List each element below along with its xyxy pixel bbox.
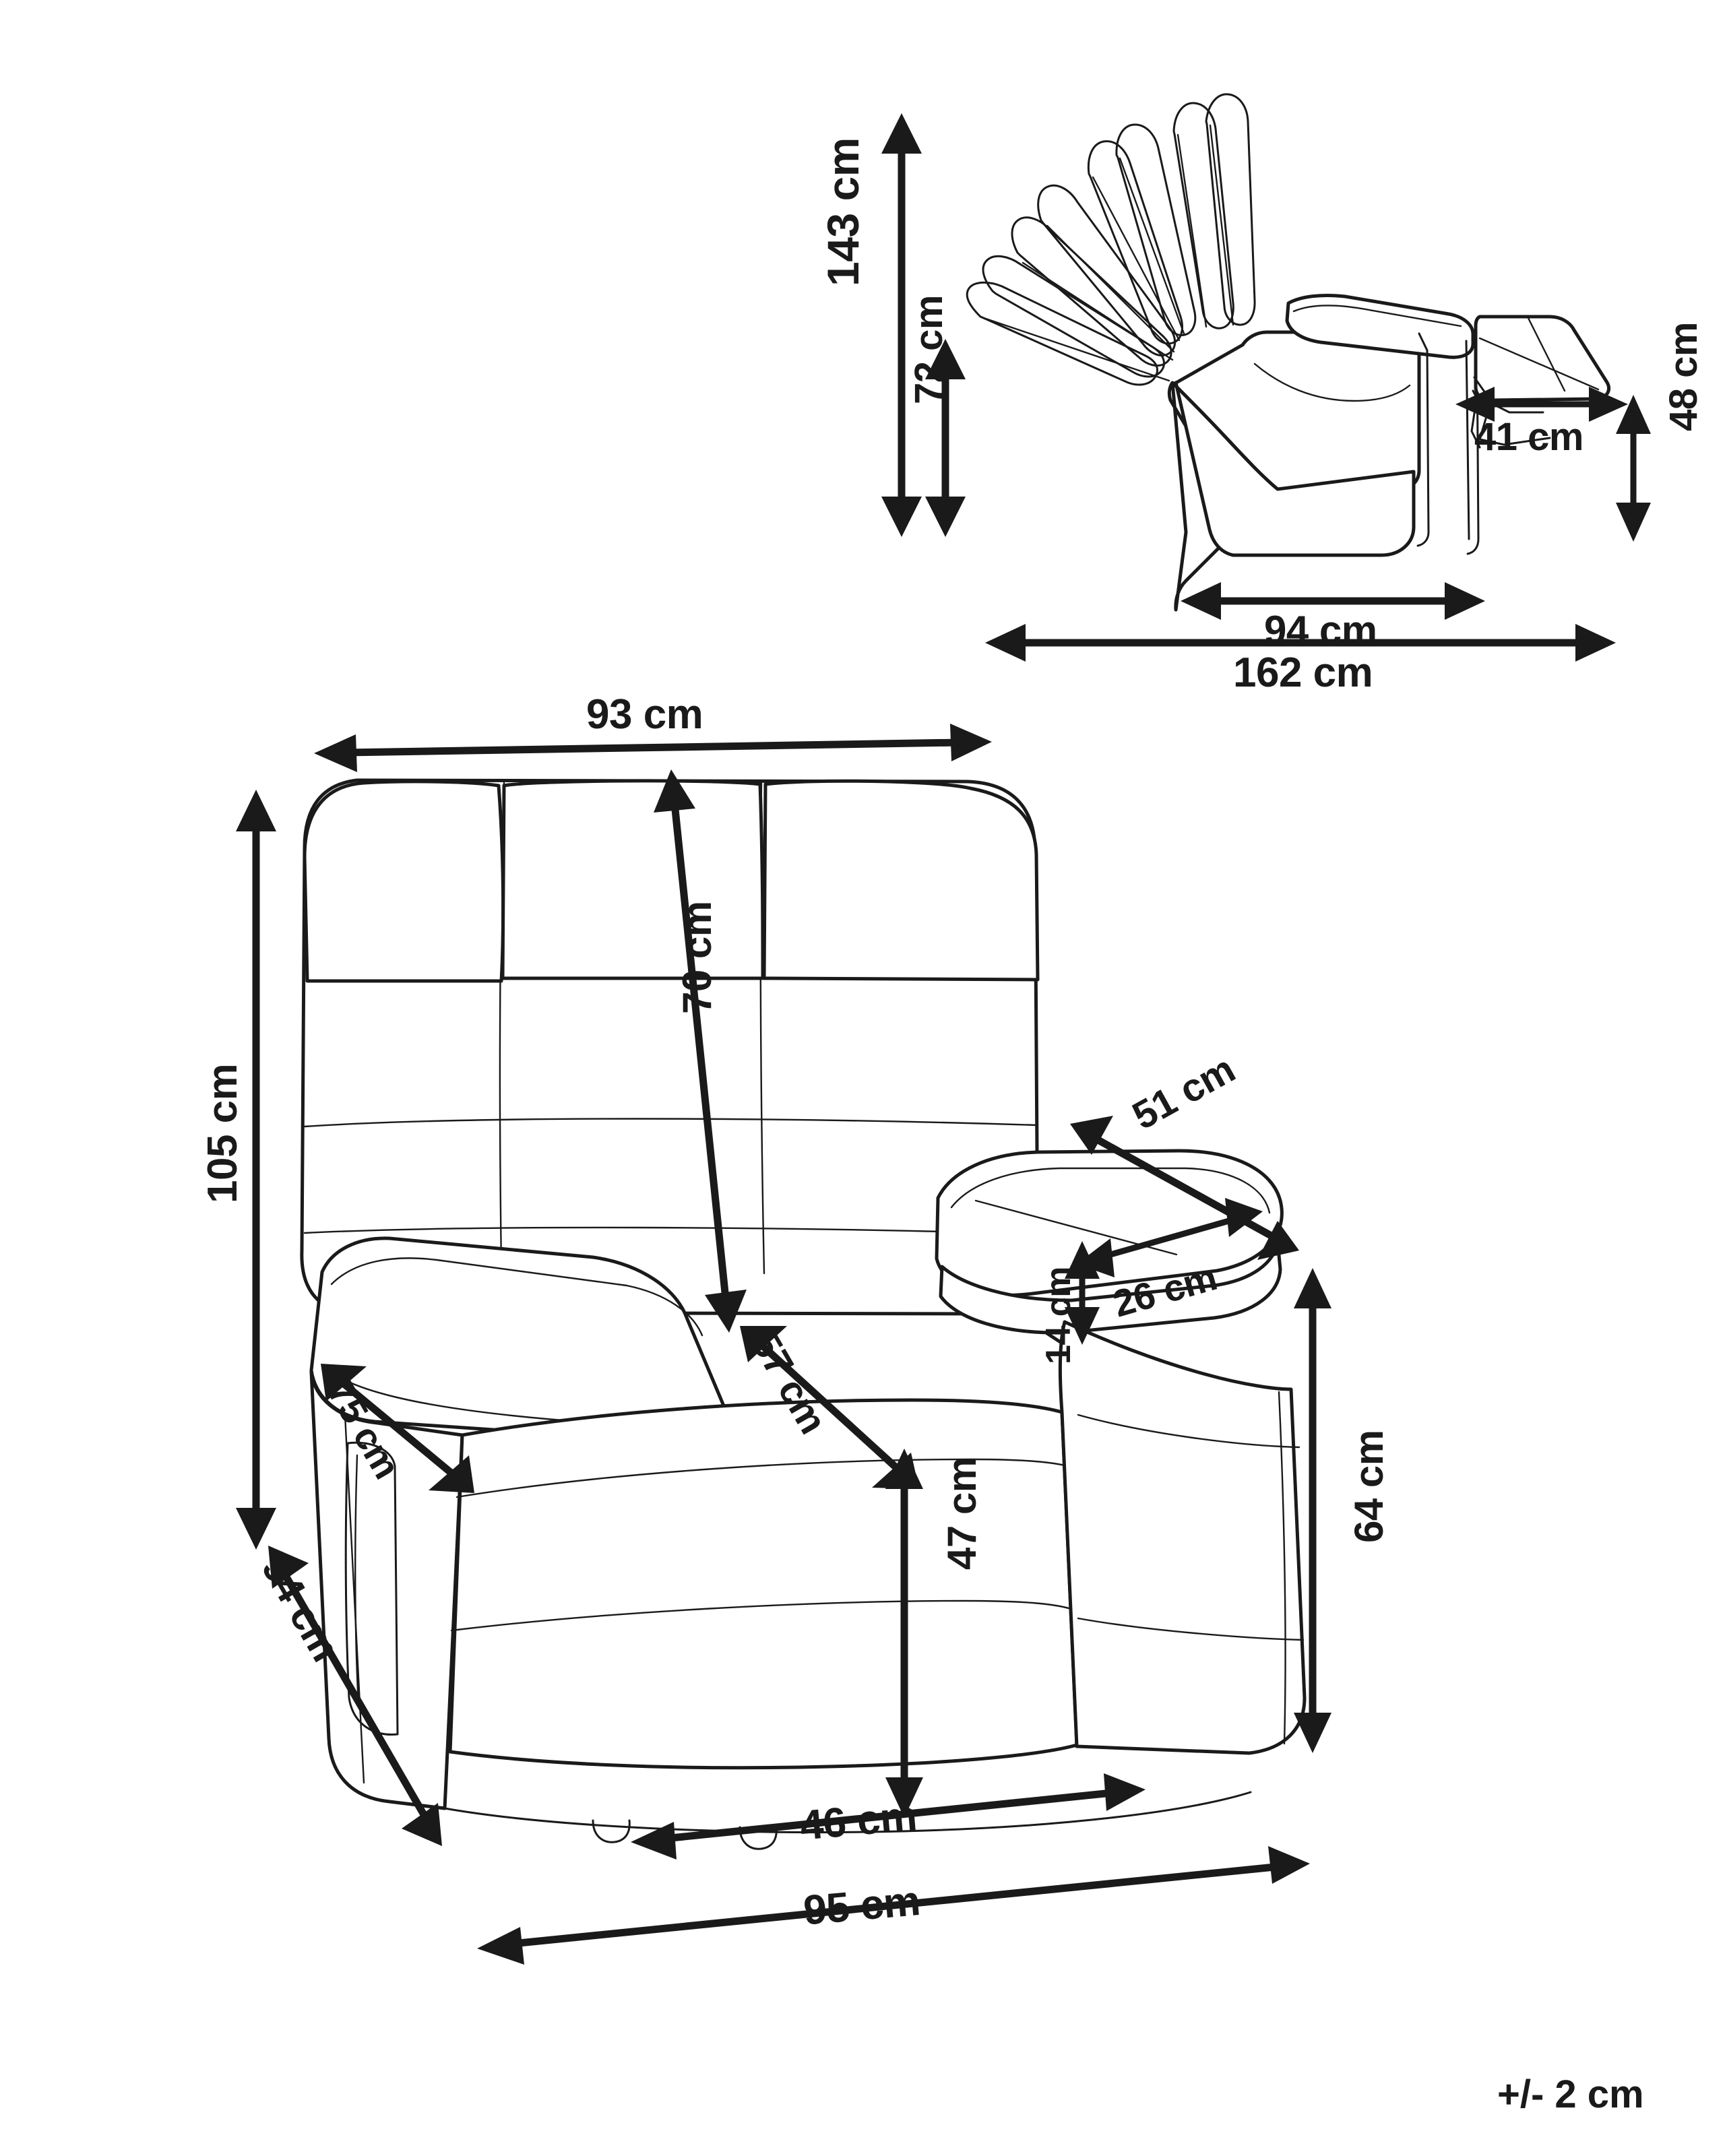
dimline-72 — [925, 339, 966, 537]
dimlabel-95: 95 cm — [801, 1877, 922, 1934]
perspective-chair-illustration — [300, 778, 1307, 1850]
dimlabel-64: 64 cm — [1346, 1430, 1391, 1543]
armrest-support-column — [1466, 336, 1480, 555]
dimlabel-47: 47 cm — [939, 1457, 984, 1570]
backrest-recline-fan — [966, 93, 1256, 386]
dimlabel-72: 72 cm — [907, 295, 951, 404]
seat-cushion-outline — [448, 1398, 1079, 1770]
dimline-26 — [1077, 1198, 1263, 1277]
dimline-46 — [631, 1773, 1146, 1860]
right-side-body-edge — [1278, 1391, 1286, 1745]
side-pocket-inner — [354, 1454, 360, 1706]
backrest-top-pillows — [303, 779, 1040, 983]
base-skirt-outline — [1172, 381, 1416, 557]
dimlabel-94-top: 94 cm — [1264, 608, 1377, 653]
right-armrest-under-pad — [939, 1239, 1282, 1335]
footrest-crease-1 — [1527, 317, 1566, 392]
dimline-94-main — [268, 1546, 442, 1846]
footrest-panel — [1474, 315, 1610, 402]
dimlabel-70: 70 cm — [675, 901, 720, 1014]
left-armrest-top-crease — [330, 1257, 703, 1337]
dimline-105 — [236, 790, 276, 1550]
dimline-94-top — [1181, 582, 1485, 620]
dimline-64 — [1294, 1268, 1331, 1753]
seat-cushion-creases — [450, 1458, 1077, 1632]
dimline-47 — [885, 1449, 923, 1818]
side-view-dimension-lines — [881, 113, 1651, 662]
footrest-crease-2 — [1478, 337, 1600, 391]
armrest-support-inner — [1465, 340, 1470, 540]
right-side-body — [1058, 1320, 1307, 1755]
dimline-48 — [1616, 395, 1651, 542]
dimlabel-48: 48 cm — [1662, 322, 1705, 431]
dimline-93 — [314, 724, 992, 772]
tolerance-note: +/- 2 cm — [1497, 2072, 1644, 2116]
dimlabel-46: 46 cm — [798, 1792, 919, 1849]
dimlabel-41: 41 cm — [1474, 415, 1583, 459]
seat-cushion-crease — [1253, 362, 1411, 402]
right-side-body-crease-2 — [1077, 1617, 1305, 1641]
right-side-body-crease-1 — [1077, 1414, 1300, 1449]
dimline-70 — [654, 769, 747, 1333]
dimlabel-162: 162 cm — [1233, 649, 1373, 696]
dimline-143 — [881, 113, 922, 537]
dimlabel-105: 105 cm — [199, 1063, 246, 1203]
dimlabel-14: 14 cm — [1039, 1267, 1078, 1364]
left-armrest-inner-crease — [336, 1374, 695, 1431]
dimlabel-143: 143 cm — [818, 137, 868, 286]
dimlabel-93: 93 cm — [586, 691, 703, 738]
dimline-75 — [321, 1364, 474, 1493]
dimline-14 — [1065, 1241, 1100, 1345]
backrest-right-edge — [1416, 332, 1430, 547]
base-front-edge — [443, 1791, 1252, 1833]
side-reclined-chair-illustration — [966, 93, 1610, 612]
dimline-162 — [985, 624, 1616, 662]
side-pocket — [344, 1441, 399, 1736]
chair-feet — [592, 1819, 778, 1850]
backrest-fan-creases — [982, 124, 1234, 382]
dimline-41 — [1455, 387, 1628, 422]
armrest-inner-crease — [1292, 305, 1462, 327]
right-armrest-top-crease — [950, 1167, 1271, 1214]
dimline-95 — [477, 1846, 1310, 1965]
perspective-view-dimension-lines — [236, 724, 1331, 1965]
